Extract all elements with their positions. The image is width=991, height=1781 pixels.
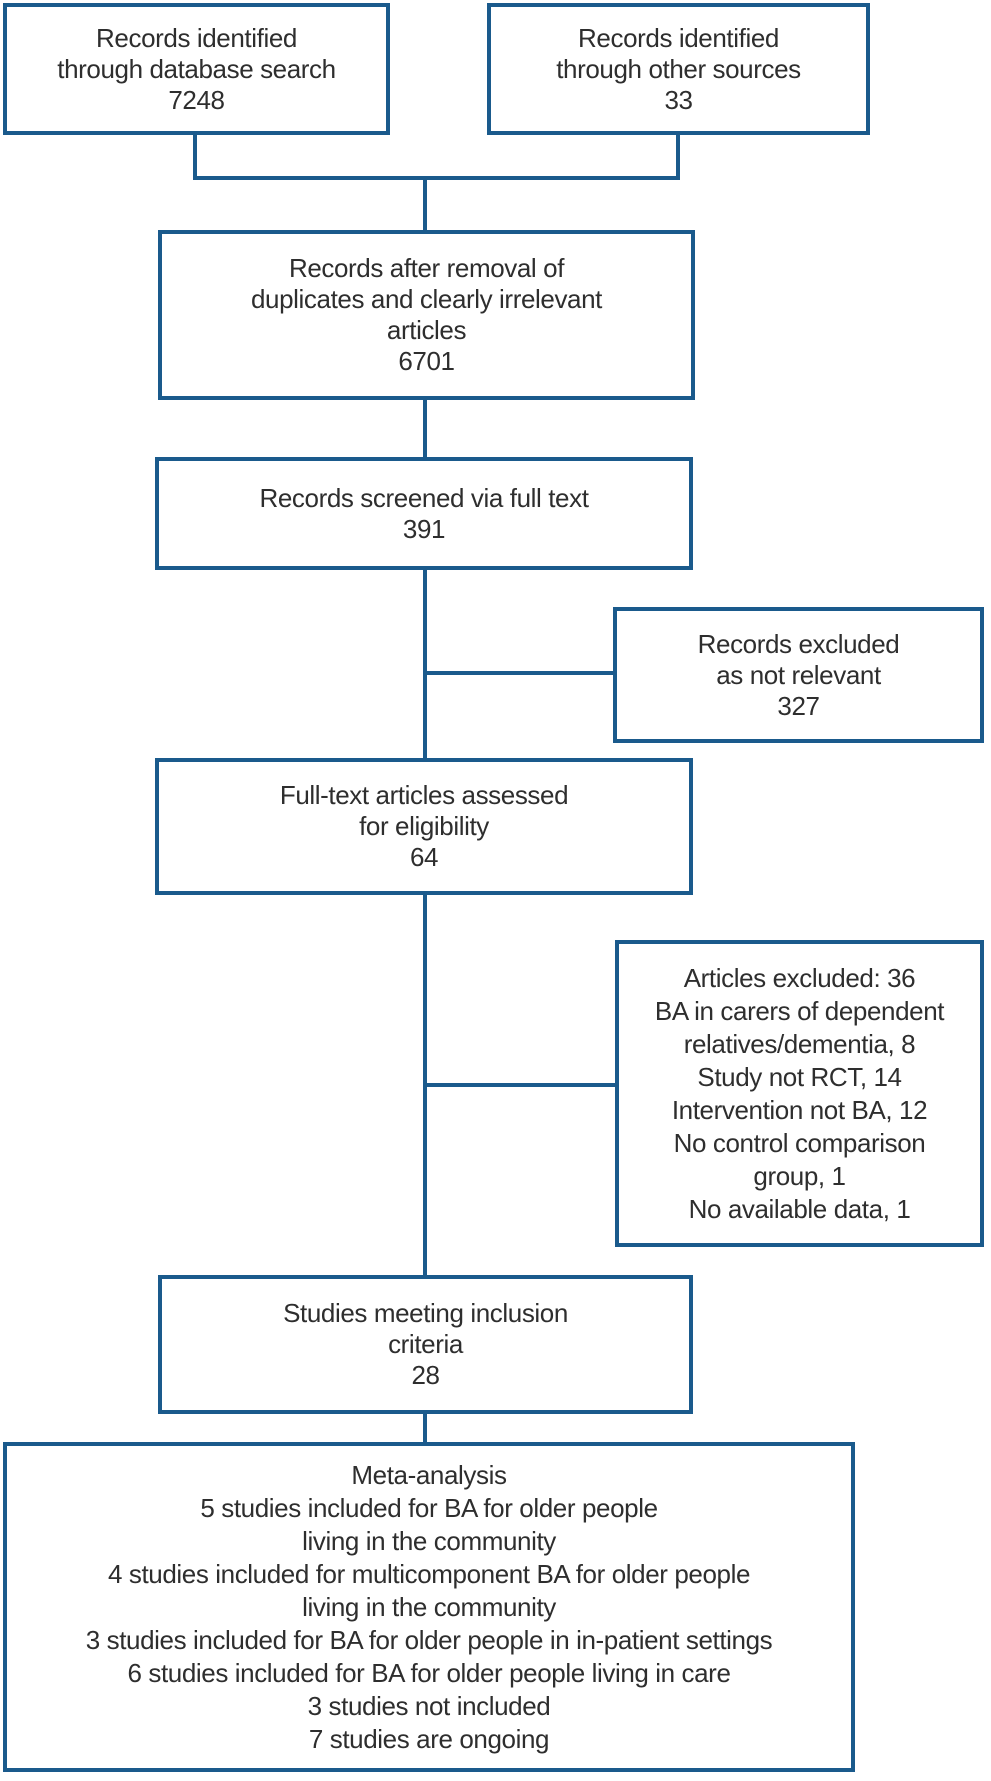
connector-stem-to-after-removal bbox=[423, 177, 427, 234]
box-text-line: Records after removal of bbox=[288, 253, 565, 283]
box-text-line: group, 1 bbox=[753, 1160, 846, 1191]
box-text-line: No control comparison bbox=[673, 1127, 926, 1158]
box-text-line: for eligibility bbox=[359, 811, 489, 841]
box-records-after-removal: Records after removal of duplicates and … bbox=[158, 230, 695, 400]
connector-merge-horizontal bbox=[193, 176, 680, 180]
box-studies-meeting-inclusion: Studies meeting inclusion criteria 28 bbox=[158, 1275, 693, 1414]
box-text-line: living in the community bbox=[302, 1591, 556, 1622]
box-text-line: Articles excluded: 36 bbox=[683, 962, 916, 993]
box-text-line: relatives/dementia, 8 bbox=[683, 1028, 916, 1059]
connector-branch-articles-excluded bbox=[423, 1083, 619, 1087]
box-records-identified-other-sources: Records identified through other sources… bbox=[487, 3, 870, 135]
box-text-line: 3 studies included for BA for older peop… bbox=[85, 1624, 773, 1655]
connector-stem-to-meta-analysis bbox=[423, 1412, 427, 1446]
box-text-line: No available data, 1 bbox=[688, 1193, 911, 1224]
box-text-line: Intervention not BA, 12 bbox=[671, 1094, 928, 1125]
box-text-line: through database search bbox=[57, 53, 336, 84]
box-text-line: Study not RCT, 14 bbox=[697, 1061, 902, 1092]
box-count: 327 bbox=[777, 690, 820, 721]
box-text-line: Records identified bbox=[578, 22, 779, 53]
box-text-line: duplicates and clearly irrelevant bbox=[251, 284, 602, 314]
box-records-screened-full-text: Records screened via full text 391 bbox=[155, 457, 693, 570]
box-count: 28 bbox=[411, 1360, 440, 1390]
box-full-text-assessed: Full-text articles assessed for eligibil… bbox=[155, 758, 693, 895]
box-text-line: 4 studies included for multicomponent BA… bbox=[107, 1558, 751, 1589]
connector-stem-to-screened bbox=[423, 398, 427, 460]
box-text-line: Records excluded bbox=[697, 628, 900, 659]
box-count: 33 bbox=[664, 84, 693, 115]
connector-branch-records-excluded bbox=[423, 671, 617, 675]
box-count: 391 bbox=[402, 513, 446, 544]
box-count: 6701 bbox=[398, 346, 455, 376]
box-text-line: criteria bbox=[388, 1329, 463, 1359]
box-text-line: as not relevant bbox=[716, 659, 881, 690]
box-text-line: Records identified bbox=[96, 22, 297, 53]
box-text-line: 5 studies included for BA for older peop… bbox=[200, 1492, 658, 1523]
box-text-line: through other sources bbox=[556, 53, 801, 84]
box-text-line: BA in carers of dependent bbox=[654, 995, 945, 1026]
connector-stem-database-box bbox=[193, 135, 197, 180]
box-text-line: Full-text articles assessed bbox=[279, 780, 569, 810]
box-text-line: 3 studies not included bbox=[307, 1690, 551, 1721]
box-text-line: articles bbox=[386, 315, 467, 345]
connector-stem-other-sources-box bbox=[676, 135, 680, 180]
connector-stem-to-full-text-assessed bbox=[423, 568, 427, 762]
box-text-line: Records screened via full text bbox=[259, 482, 589, 513]
box-count: 64 bbox=[409, 842, 439, 872]
box-records-identified-database: Records identified through database sear… bbox=[3, 3, 390, 135]
box-text-line: 7 studies are ongoing bbox=[308, 1723, 550, 1754]
box-text-line: living in the community bbox=[302, 1525, 556, 1556]
box-meta-analysis: Meta-analysis 5 studies included for BA … bbox=[3, 1442, 855, 1772]
box-count: 7248 bbox=[168, 84, 225, 115]
box-text-line: 6 studies included for BA for older peop… bbox=[127, 1657, 731, 1688]
box-title-line: Meta-analysis bbox=[351, 1459, 507, 1490]
box-text-line: Studies meeting inclusion bbox=[283, 1298, 568, 1328]
box-records-excluded-not-relevant: Records excluded as not relevant 327 bbox=[613, 607, 984, 743]
box-articles-excluded: Articles excluded: 36 BA in carers of de… bbox=[615, 940, 984, 1247]
